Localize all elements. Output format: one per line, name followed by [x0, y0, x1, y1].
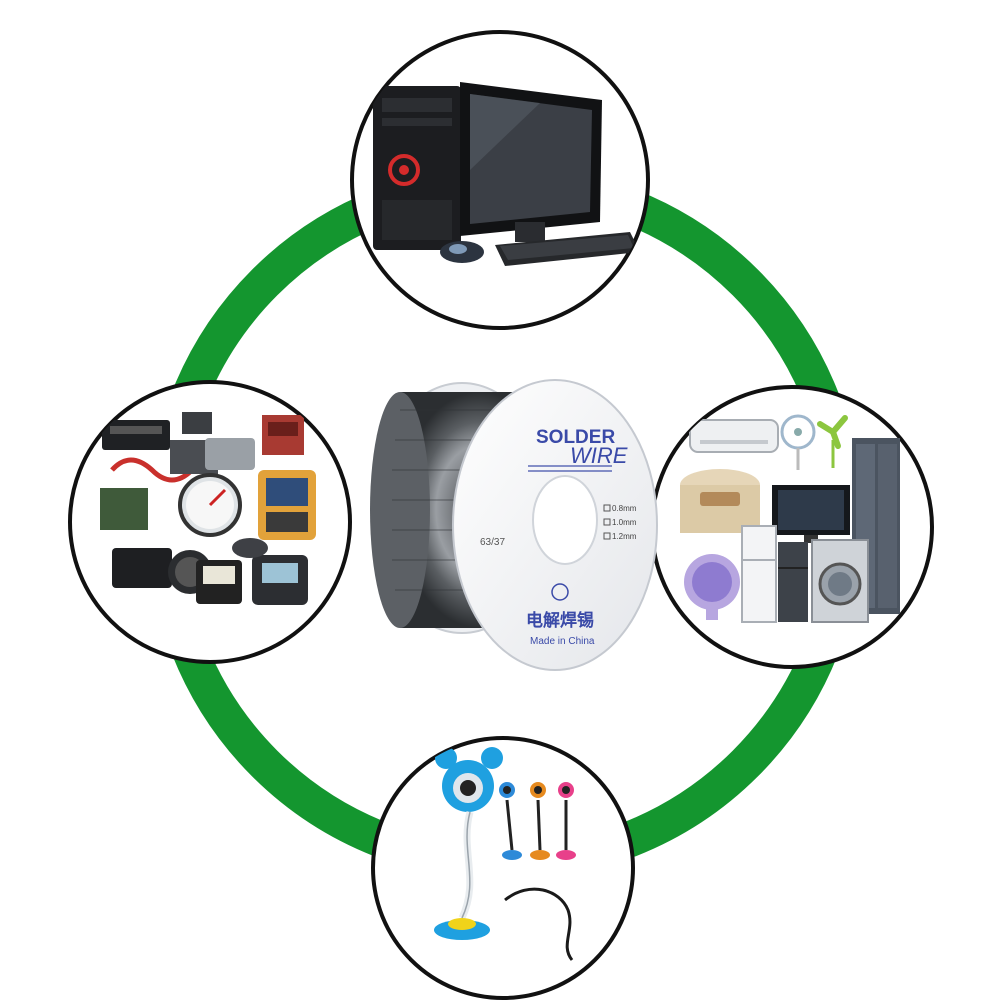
diameter-option-2: 1.0mm	[612, 518, 637, 527]
spool-logo	[551, 583, 569, 601]
bubble-bottom	[371, 736, 635, 1000]
spool-origin-label: Made in China	[530, 636, 595, 647]
diameter-option-3: 1.2mm	[612, 532, 637, 541]
diameter-checkbox	[603, 504, 611, 512]
diameter-checkbox	[603, 532, 611, 540]
computer-desktop-icon	[373, 82, 640, 266]
diameter-option-1: 0.8mm	[612, 504, 637, 513]
spool-alloy-label: 63/37	[480, 537, 505, 548]
spool-stripes	[528, 465, 612, 472]
spool-hub	[532, 475, 598, 565]
home-appliances-icon	[680, 414, 900, 623]
diameter-checkbox	[603, 518, 611, 526]
spool-brand-line2: WIRE	[570, 443, 628, 468]
bubble-right	[650, 385, 934, 669]
spool-chinese-label: 电解焊锡	[526, 610, 594, 630]
bubble-left	[68, 380, 352, 664]
solder-wire-spool: SOLDER WIRE 63/37 0.8mm 1.0mm 1.2mm 电解焊锡…	[370, 379, 658, 671]
diameter-options: 0.8mm 1.0mm 1.2mm	[603, 504, 637, 541]
spool-brand-line1: SOLDER	[536, 427, 615, 448]
webcam-icon	[434, 747, 576, 961]
bubble-top	[350, 30, 650, 330]
electronic-instruments-icon	[100, 412, 316, 605]
